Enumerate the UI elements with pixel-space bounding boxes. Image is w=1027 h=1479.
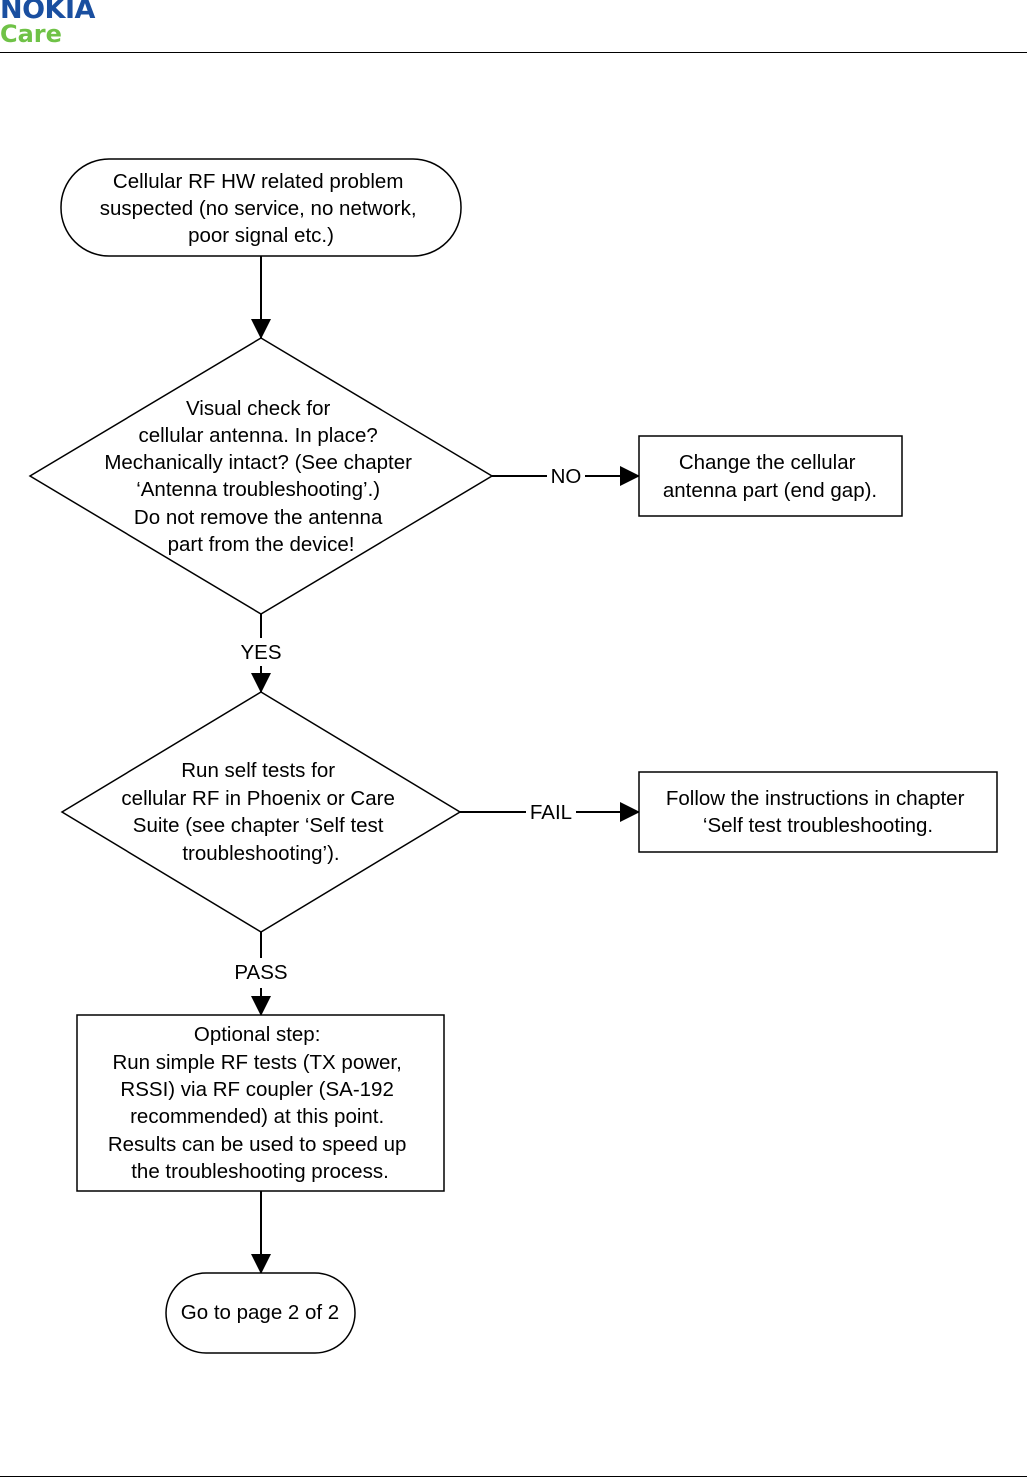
header-rule (0, 52, 1027, 53)
follow-instructions-text: Follow the instructions in chapter ‘Self… (666, 787, 970, 837)
pass-label: PASS (234, 961, 287, 984)
decision1-node: Visual check for cellular antenna. In pl… (28, 337, 494, 615)
decision1-text: Visual check for cellular antenna. In pl… (104, 397, 417, 556)
optional-step-text: Optional step: Run simple RF tests (TX p… (108, 1023, 412, 1183)
start-text: Cellular RF HW related problem suspected… (100, 170, 422, 247)
decision2-node: Run self tests for cellular RF in Phoeni… (60, 691, 462, 933)
no-label: NO (551, 465, 582, 488)
care-logo: Care (0, 20, 62, 48)
start-node: Cellular RF HW related problem suspected… (60, 158, 462, 257)
end-node: Go to page 2 of 2 (165, 1272, 356, 1354)
follow-instructions-box: Follow the instructions in chapter ‘Self… (638, 771, 998, 853)
decision2-text: Run self tests for cellular RF in Phoeni… (121, 759, 400, 865)
change-antenna-text: Change the cellular antenna part (end ga… (663, 451, 877, 502)
optional-step-box: Optional step: Run simple RF tests (TX p… (76, 1014, 445, 1192)
yes-label: YES (240, 641, 281, 664)
end-text: Go to page 2 of 2 (181, 1301, 339, 1324)
nokia-logo: NOKIA (0, 0, 95, 25)
fail-label: FAIL (530, 801, 572, 824)
footer-rule (0, 1476, 1027, 1477)
change-antenna-box: Change the cellular antenna part (end ga… (638, 435, 903, 517)
